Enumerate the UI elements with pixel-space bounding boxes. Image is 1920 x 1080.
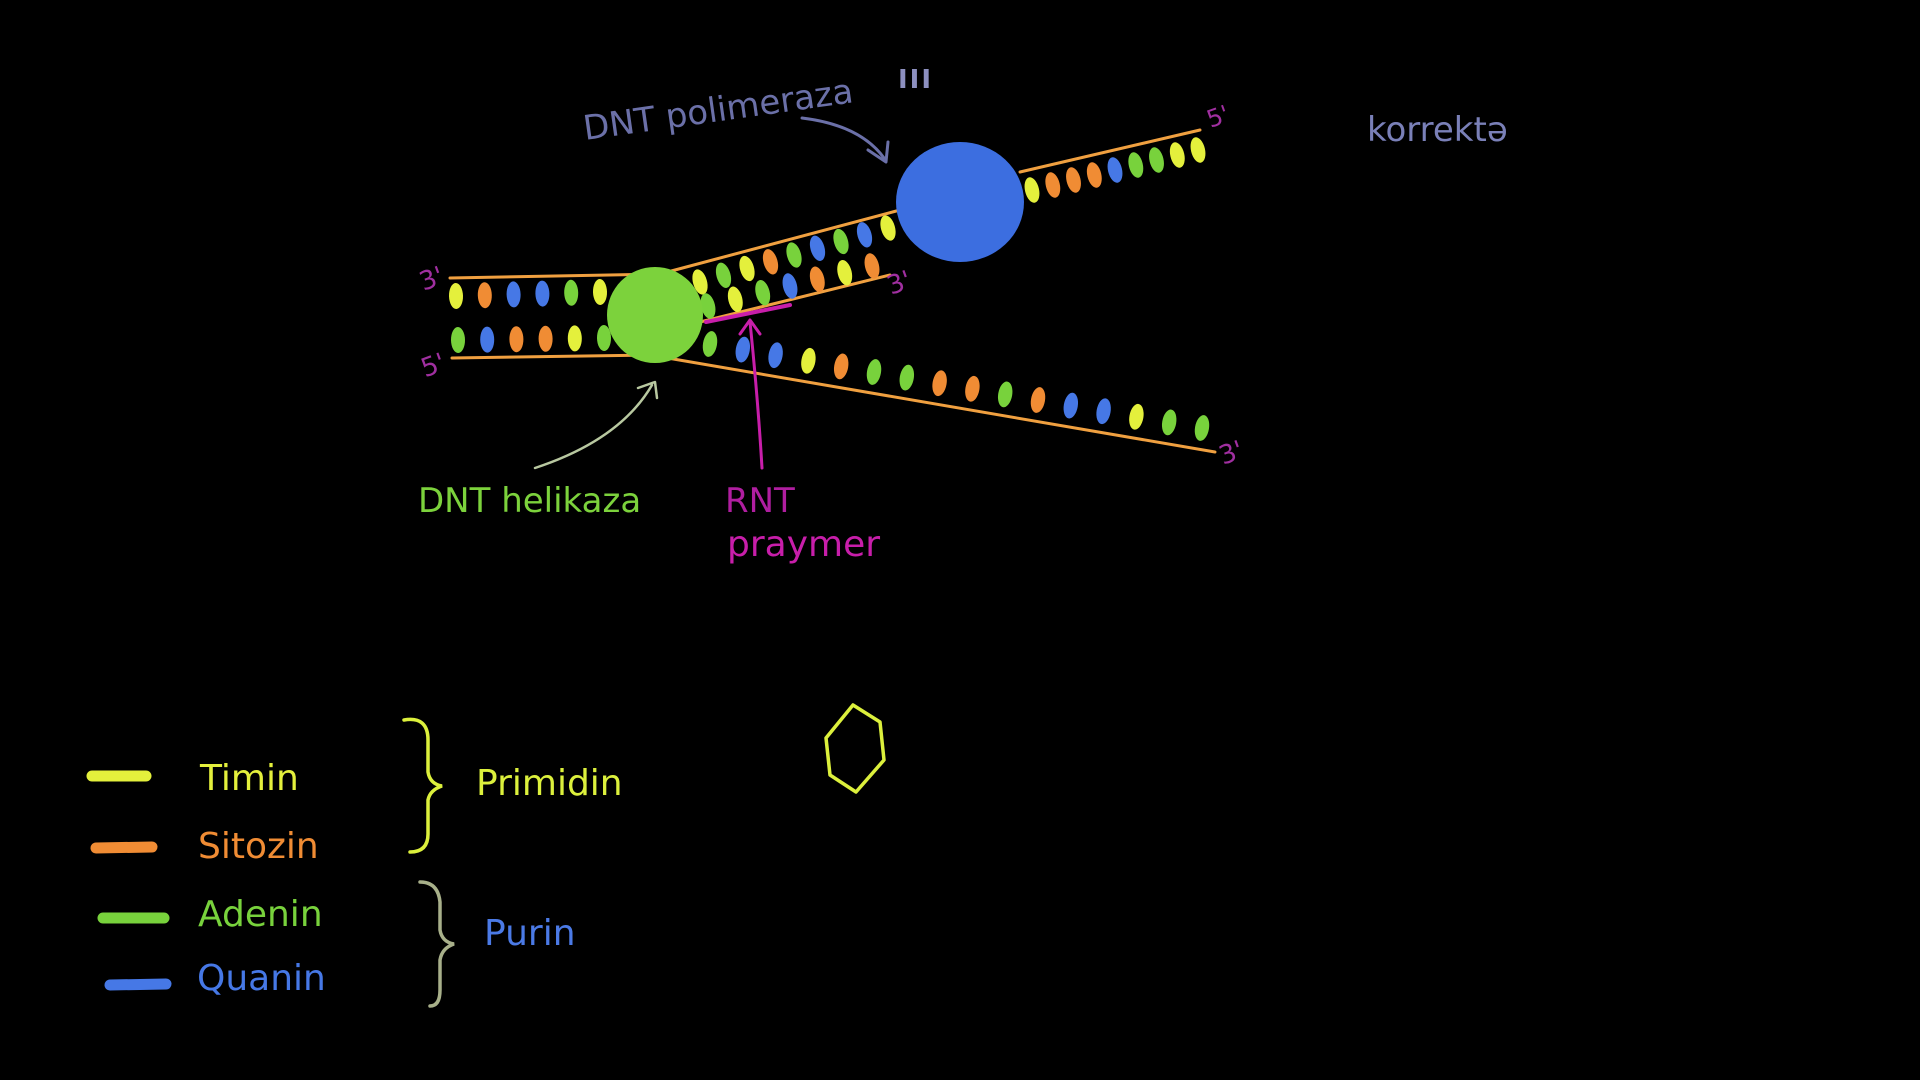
base-guanine-new-strand-3: [782, 273, 798, 299]
base-cytosine-upper-far-2: [1066, 167, 1081, 193]
base-thymine-left-top-0: [448, 283, 464, 309]
helicase-arrowhead: [636, 380, 659, 400]
base-guanine-left-top-2: [506, 281, 521, 308]
base-guanine-upper-template-7: [856, 222, 873, 248]
purine-brace: [418, 880, 455, 1008]
base-adenine-lower-template-6: [899, 364, 915, 391]
pyrimidine-brace: [402, 717, 443, 854]
primer-arrowhead: [738, 318, 762, 336]
base-cytosine-left-top-1: [477, 282, 492, 309]
base-thymine-upper-far-0: [1024, 177, 1040, 203]
base-adenine-upper-far-6: [1149, 147, 1164, 173]
base-adenine-lower-template-0: [702, 331, 718, 357]
base-cytosine-lower-template-10: [1030, 387, 1046, 413]
base-thymine-upper-template-8: [880, 215, 896, 241]
nucleotide-bases: [448, 137, 1210, 441]
polymerase-arrowhead: [866, 140, 890, 164]
legend-label-sitozin: Sitozin: [198, 826, 319, 867]
base-guanine-lower-template-1: [735, 336, 751, 363]
polymerase-numeral: III: [898, 65, 933, 95]
polymerase-arrow: [800, 116, 886, 160]
base-cytosine-upper-template-3: [762, 249, 779, 275]
base-thymine-new-strand-5: [837, 259, 853, 286]
base-guanine-lower-template-11: [1063, 392, 1079, 419]
base-thymine-upper-template-2: [739, 255, 755, 282]
base-adenine-left-top-4: [564, 279, 579, 306]
base-guanine-lower-template-2: [768, 342, 783, 369]
helicase-arrow: [533, 383, 654, 470]
base-adenine-lower-template-14: [1161, 409, 1177, 436]
base-cytosine-upper-far-1: [1045, 172, 1061, 198]
base-adenine-lower-template-15: [1194, 415, 1210, 441]
base-thymine-left-bottom-4: [567, 325, 582, 352]
base-guanine-upper-far-4: [1107, 157, 1123, 183]
legend-label-adenin: Adenin: [198, 894, 323, 935]
legend-swatch-quanin: [104, 978, 172, 991]
dna-polymerase-enzyme: [896, 142, 1024, 262]
legend-label-timin: Timin: [199, 758, 299, 799]
end-label-left-bottom: 5': [417, 348, 450, 384]
base-adenine-lower-template-5: [866, 359, 882, 385]
base-thymine-lower-template-13: [1129, 403, 1144, 430]
base-adenine-upper-template-4: [786, 242, 802, 268]
base-adenine-upper-template-6: [833, 228, 849, 255]
base-adenine-left-bottom-5: [596, 325, 612, 351]
korrekte-label: korrektə: [1367, 110, 1508, 150]
base-guanine-left-top-3: [535, 280, 550, 307]
left-top-backbone: [448, 272, 662, 280]
base-legend: Timin Sitozin Adenin Quanin Primidin Pur…: [86, 717, 623, 1008]
lower-template-backbone: [648, 353, 1217, 454]
base-thymine-new-strand-1: [727, 286, 743, 313]
end-label-upper-right: 5': [1203, 100, 1233, 134]
base-cytosine-lower-template-4: [833, 353, 849, 380]
base-cytosine-lower-template-7: [932, 370, 947, 397]
base-thymine-upper-far-8: [1190, 137, 1206, 163]
base-thymine-lower-template-3: [801, 347, 816, 374]
base-guanine-left-bottom-1: [480, 326, 495, 353]
base-guanine-lower-template-12: [1096, 398, 1111, 425]
legend-label-quanin: Quanin: [197, 958, 326, 999]
base-thymine-left-top-5: [592, 279, 608, 305]
base-cytosine-left-bottom-3: [538, 325, 553, 352]
pyrimidine-ring-hexagon: [824, 703, 886, 794]
new-strand-backbone: [698, 273, 892, 324]
upper-template-backbone: [658, 208, 902, 276]
end-label-left-top: 3': [415, 261, 448, 297]
primer-arrow: [748, 320, 764, 470]
base-adenine-left-bottom-0: [450, 327, 466, 353]
rna-primer-segment: [704, 303, 792, 324]
strand-backbones: [448, 128, 1217, 454]
base-adenine-lower-template-9: [997, 381, 1013, 408]
base-cytosine-upper-far-3: [1086, 162, 1102, 188]
dna-helicase-enzyme: [607, 267, 703, 363]
base-thymine-upper-far-7: [1169, 142, 1185, 168]
dna-helicase-label: DNT helikaza: [418, 481, 641, 521]
end-label-inner: 3': [883, 265, 916, 301]
base-cytosine-new-strand-6: [864, 253, 880, 279]
base-adenine-new-strand-2: [755, 279, 771, 306]
base-adenine-new-strand-0: [700, 293, 716, 319]
dna-polymerase-label: DNT polimeraza: [581, 71, 856, 148]
base-adenine-upper-template-1: [715, 262, 732, 288]
base-cytosine-new-strand-4: [809, 266, 825, 293]
pyrimidine-group-label: Primidin: [476, 763, 623, 804]
rna-primer-label-line2: praymer: [727, 524, 880, 565]
purine-group-label: Purin: [484, 913, 576, 954]
legend-swatch-sitozin: [90, 841, 158, 854]
base-cytosine-lower-template-8: [965, 375, 980, 402]
base-cytosine-left-bottom-2: [509, 326, 524, 353]
left-bottom-backbone: [450, 353, 652, 360]
end-label-lower-right: 3': [1215, 435, 1248, 471]
upper-far-backbone: [1018, 128, 1202, 174]
base-adenine-upper-far-5: [1128, 152, 1144, 178]
base-guanine-upper-template-5: [809, 235, 826, 261]
rna-primer-label-line1: RNT: [725, 481, 795, 521]
base-thymine-upper-template-0: [692, 269, 708, 295]
